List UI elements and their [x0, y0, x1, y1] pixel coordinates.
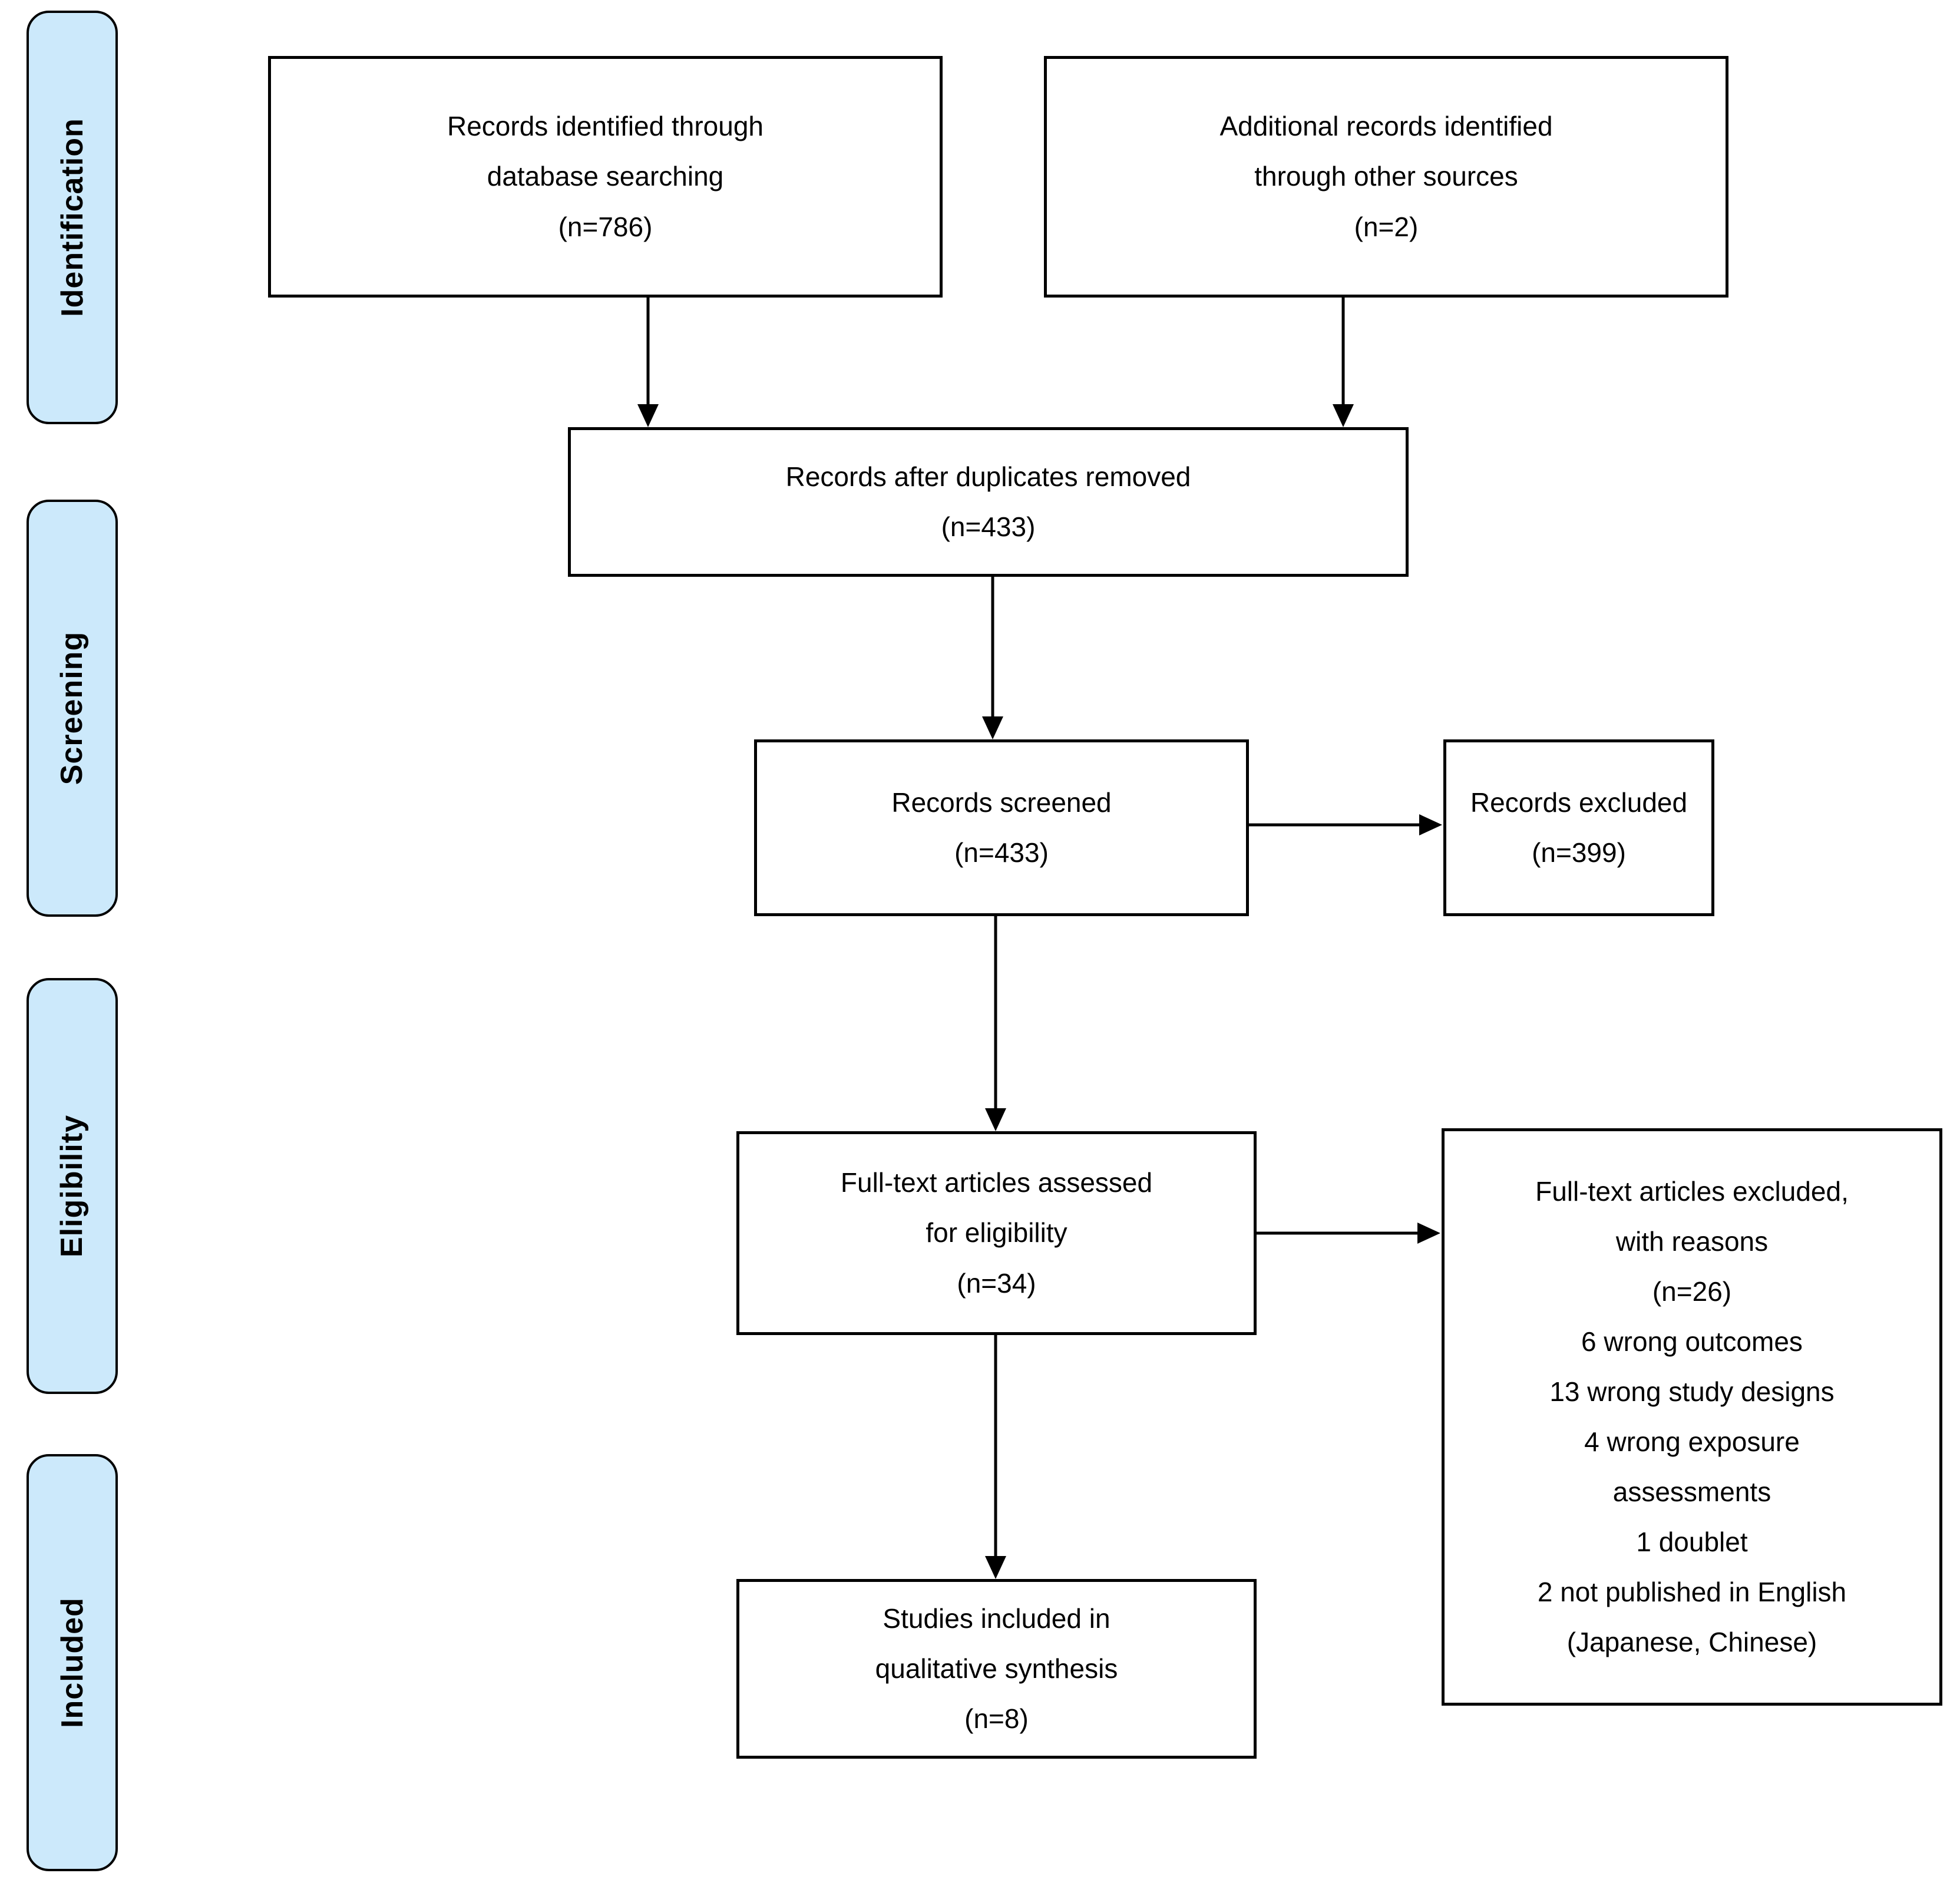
- stage-label-screening: Screening: [27, 500, 118, 917]
- arrow-identified-to-duplicates: [637, 298, 659, 427]
- stage-label-identification-text: Identification: [55, 118, 90, 317]
- arrow-screened-to-fulltext: [985, 916, 1006, 1131]
- stage-label-included: Included: [27, 1454, 118, 1871]
- arrow-duplicates-to-screened: [982, 577, 1003, 739]
- stage-label-screening-text: Screening: [55, 631, 90, 785]
- arrow-fulltext-to-excluded: [1257, 1223, 1440, 1244]
- box-records-identified: Records identified through database sear…: [268, 56, 943, 298]
- arrow-additional-to-duplicates: [1333, 298, 1354, 427]
- stage-label-identification: Identification: [27, 11, 118, 424]
- box-records-screened: Records screened (n=433): [754, 739, 1249, 916]
- box-fulltext-assessed: Full-text articles assessed for eligibil…: [736, 1131, 1257, 1335]
- box-fulltext-excluded: Full-text articles excluded, with reason…: [1442, 1128, 1942, 1706]
- box-records-after-duplicates: Records after duplicates removed (n=433): [568, 427, 1409, 577]
- arrow-screened-to-excluded: [1249, 814, 1442, 835]
- stage-label-eligibility: Eligibility: [27, 978, 118, 1394]
- box-records-excluded: Records excluded (n=399): [1443, 739, 1714, 916]
- stage-label-included-text: Included: [55, 1597, 90, 1728]
- stage-label-eligibility-text: Eligibility: [55, 1114, 90, 1258]
- box-additional-records: Additional records identified through ot…: [1044, 56, 1728, 298]
- box-studies-included: Studies included in qualitative synthesi…: [736, 1579, 1257, 1759]
- arrow-fulltext-to-included: [985, 1335, 1006, 1579]
